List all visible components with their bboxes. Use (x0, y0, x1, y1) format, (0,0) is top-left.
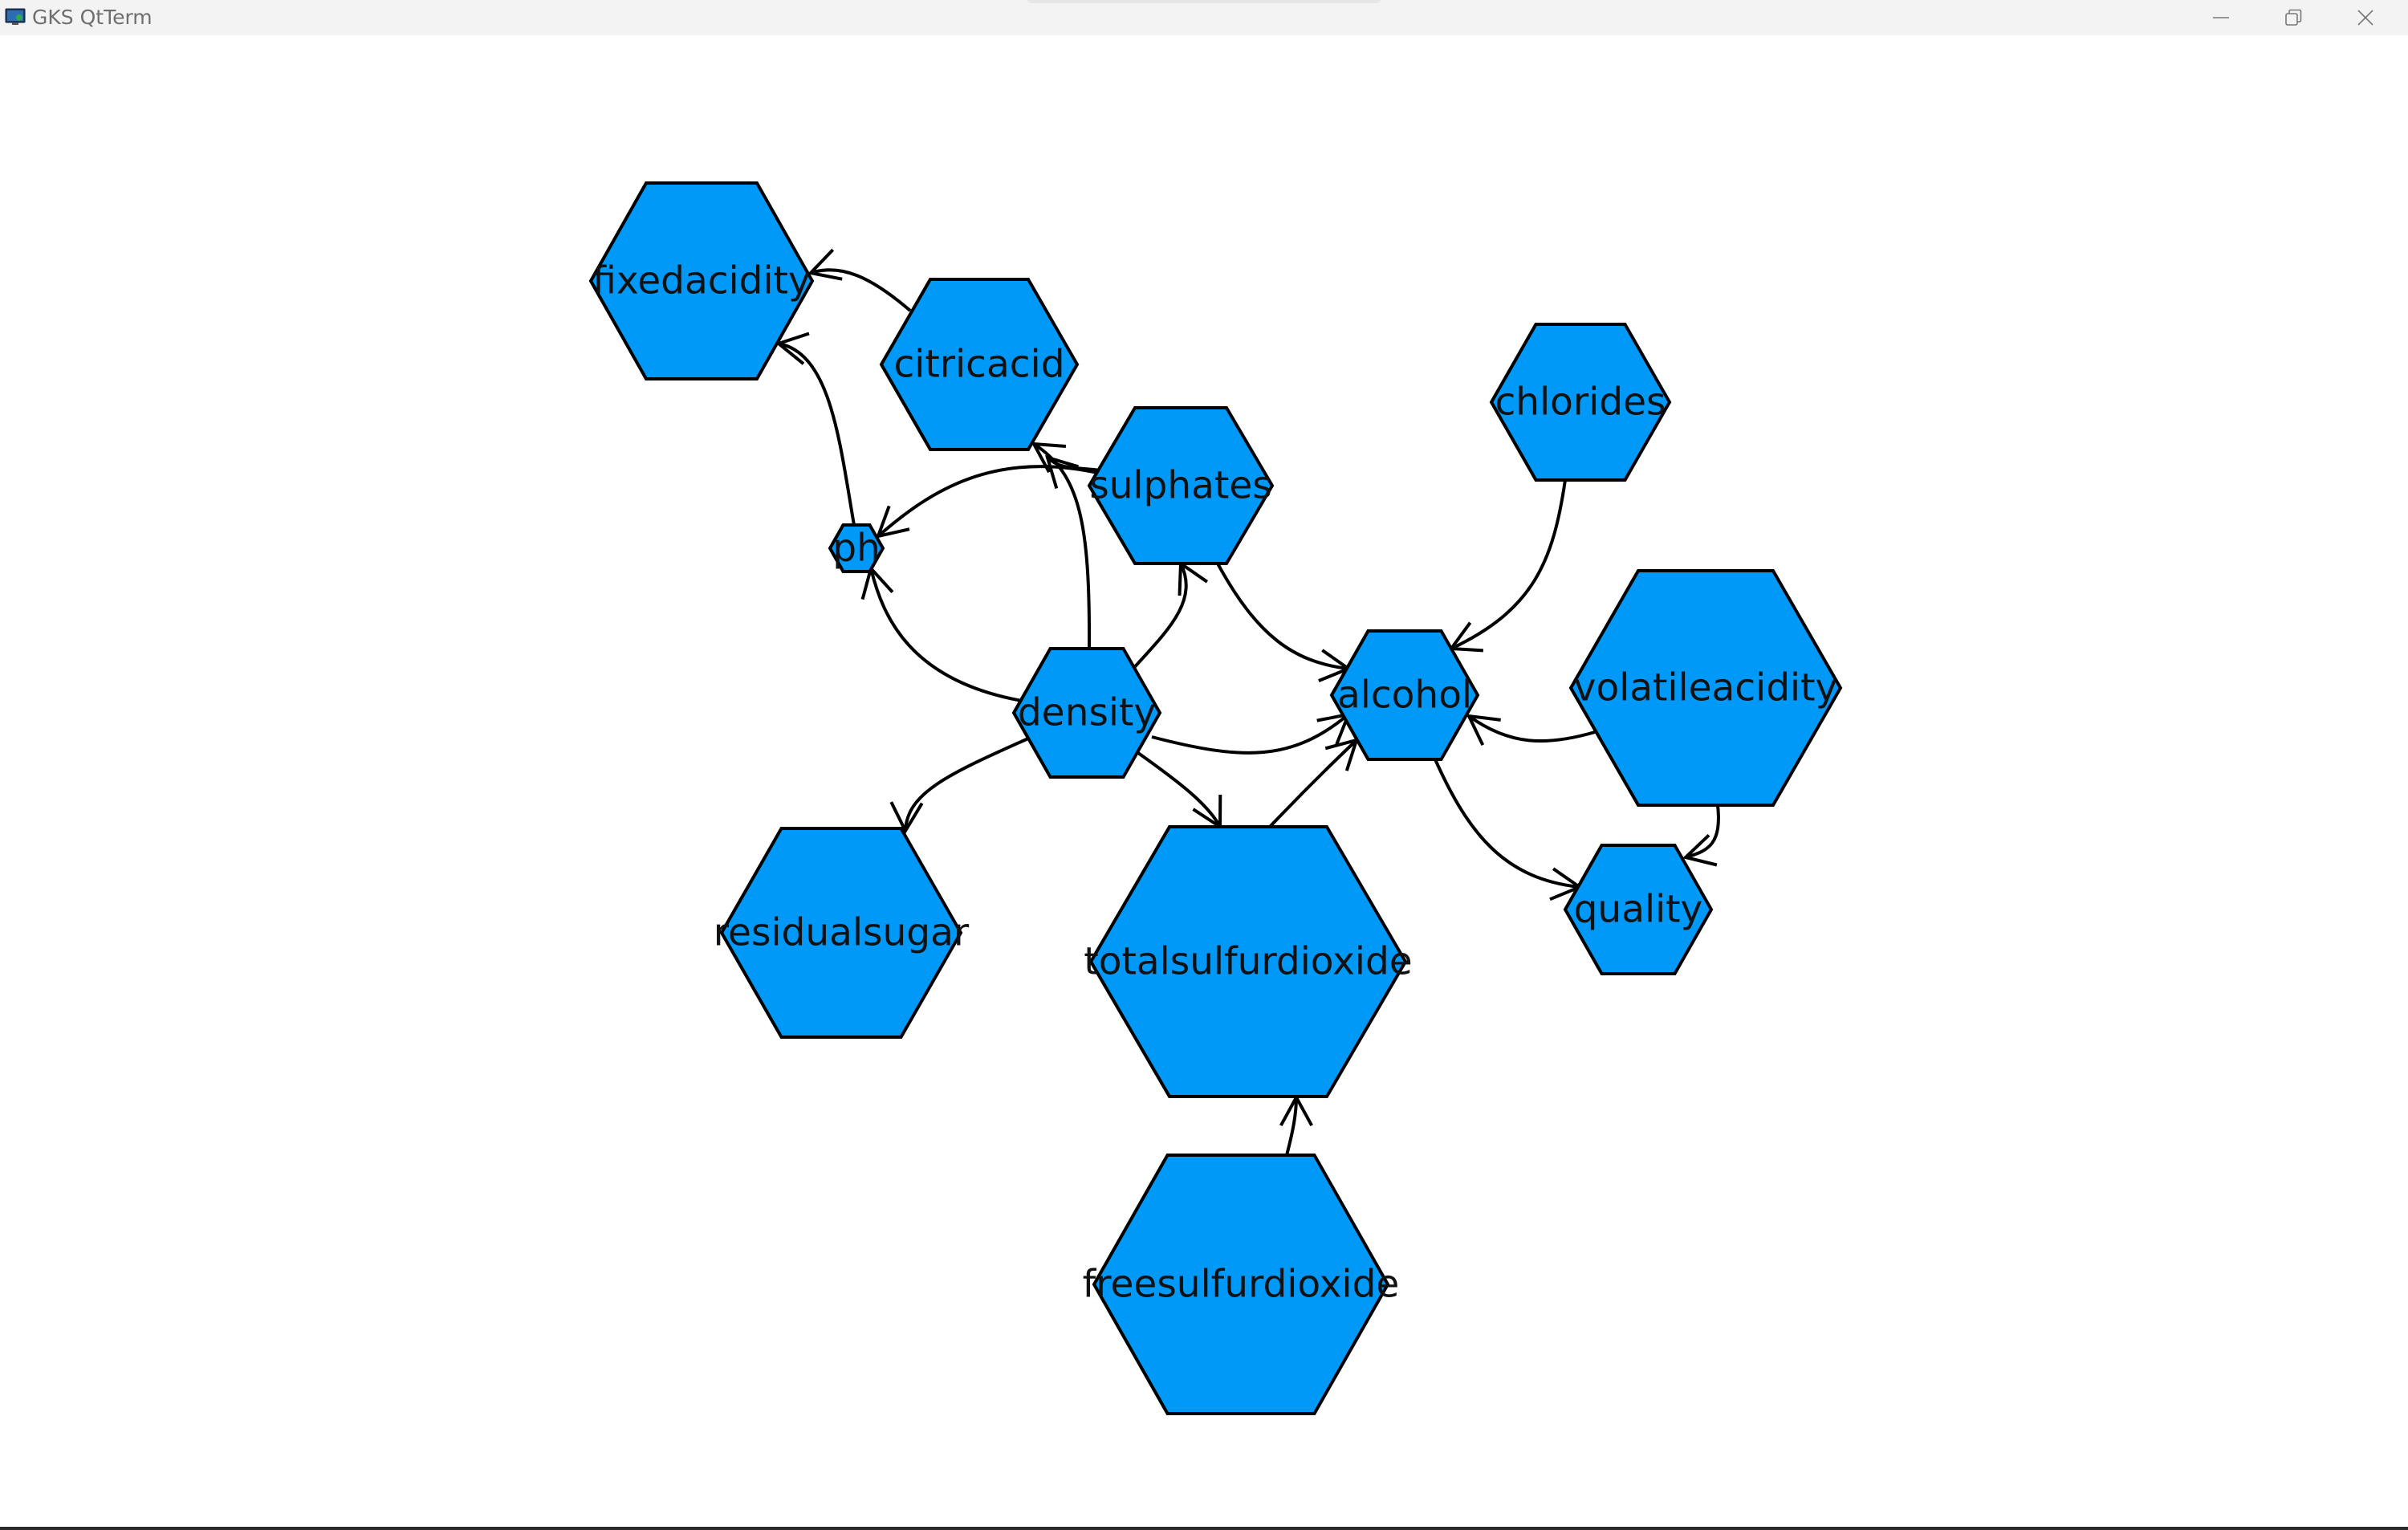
arrowhead-sulphates-to-citricacid (1045, 455, 1079, 489)
node-volatileacidity: volatileacidity (1568, 569, 1843, 807)
node-freesulfurdioxide: freesulfurdioxide (1083, 1154, 1400, 1415)
node-shape-residualsugar (719, 827, 963, 1039)
arrowhead-volatileacidity-to-quality (1682, 833, 1718, 867)
node-shape-ph (828, 523, 885, 573)
node-citricacid: citricacid (879, 278, 1080, 451)
title-drag-handle[interactable] (1027, 0, 1381, 3)
edge-citricacid-to-fixedacidity (810, 268, 912, 312)
node-label-alcohol: alcohol (1337, 673, 1472, 718)
node-ph: ph (828, 523, 885, 573)
node-shape-fixedacidity (588, 181, 815, 380)
edge-density-to-totalsulfurdioxide (1137, 751, 1222, 828)
edge-freesulfurdioxide-to-totalsulfurdioxide (1285, 1097, 1298, 1156)
node-shape-totalsulfurdioxide (1088, 825, 1408, 1098)
arrowhead-citricacid-to-fixedacidity (807, 248, 843, 281)
node-density: density (1011, 647, 1162, 779)
node-fixedacidity: fixedacidity (588, 181, 815, 380)
node-shape-volatileacidity (1568, 569, 1843, 807)
node-chlorides: chlorides (1489, 323, 1672, 482)
arrowhead-density-to-residualsugar (889, 801, 924, 835)
edge-volatileacidity-to-alcohol (1467, 714, 1596, 743)
edge-sulphates-to-citricacid (1046, 456, 1102, 472)
node-alcohol: alcohol (1329, 629, 1480, 761)
restore-icon (2284, 9, 2302, 26)
node-shape-chlorides (1489, 323, 1672, 482)
close-icon (2357, 9, 2374, 26)
node-label-density: density (1018, 691, 1156, 735)
gks-terminal-icon (5, 8, 26, 26)
node-shape-sulphates (1087, 406, 1275, 565)
node-label-quality: quality (1574, 888, 1703, 932)
node-label-residualsugar: residualsugar (714, 911, 970, 955)
node-label-volatileacidity: volatileacidity (1574, 666, 1838, 710)
node-shape-density (1011, 647, 1162, 779)
edge-volatileacidity-to-quality (1685, 804, 1720, 859)
arrowhead-sulphates-to-ph (875, 505, 910, 539)
node-label-sulphates: sulphates (1089, 464, 1272, 508)
node-shape-freesulfurdioxide (1092, 1154, 1390, 1415)
node-quality: quality (1563, 844, 1714, 975)
edge-alcohol-to-quality (1434, 759, 1580, 889)
node-sulphates: sulphates (1087, 406, 1275, 565)
title-bar[interactable]: GKS QtTerm (0, 0, 2408, 35)
edge-density-to-ph (869, 568, 1023, 702)
edge-density-to-residualsugar (904, 737, 1029, 832)
arrowhead-density-to-citricacid (1031, 442, 1067, 474)
close-button[interactable] (2329, 0, 2402, 35)
node-label-fixedacidity: fixedacidity (592, 259, 811, 303)
minimize-icon (2212, 9, 2230, 26)
minimize-button[interactable] (2185, 0, 2257, 35)
node-totalsulfurdioxide: totalsulfurdioxide (1084, 825, 1413, 1098)
nodes-layer: fixedacidity citricacid sulphates chlorides… (588, 181, 1843, 1415)
window-title: GKS QtTerm (32, 6, 153, 29)
edge-sulphates-to-ph (877, 465, 1102, 538)
edge-density-to-sulphates (1130, 563, 1188, 672)
restore-button[interactable] (2257, 0, 2329, 35)
node-label-freesulfurdioxide: freesulfurdioxide (1083, 1263, 1400, 1307)
edge-totalsulfurdioxide-to-alcohol (1268, 739, 1358, 828)
node-shape-alcohol (1329, 629, 1480, 761)
node-label-totalsulfurdioxide: totalsulfurdioxide (1084, 940, 1412, 984)
edge-chlorides-to-alcohol (1450, 479, 1567, 650)
node-shape-quality (1563, 844, 1714, 975)
node-label-ph: ph (832, 527, 881, 571)
node-label-citricacid: citricacid (893, 343, 1064, 387)
window-bottom-border (0, 1527, 2408, 1530)
edge-density-to-alcohol (1151, 713, 1350, 755)
node-label-chlorides: chlorides (1495, 380, 1666, 425)
arrowhead-volatileacidity-to-alcohol (1466, 714, 1501, 746)
edge-density-to-citricacid (1032, 442, 1092, 649)
edge-ph-to-fixedacidity (778, 342, 856, 526)
node-residualsugar: residualsugar (714, 827, 970, 1039)
node-shape-citricacid (879, 278, 1080, 451)
edge-sulphates-to-alcohol (1216, 563, 1349, 670)
